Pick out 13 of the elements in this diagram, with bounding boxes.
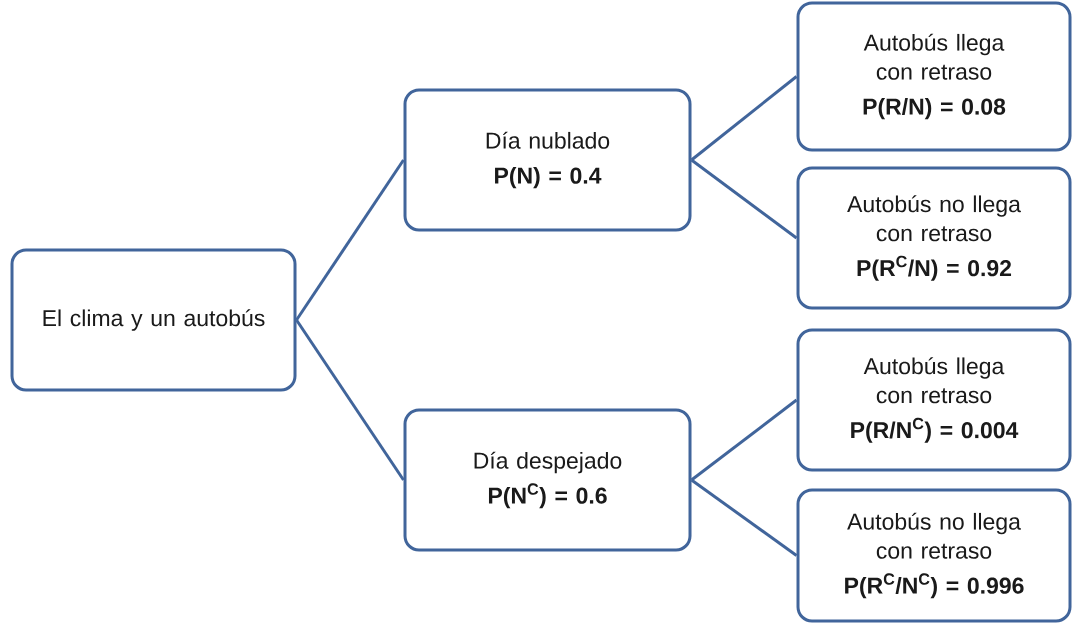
process-box: Día despejado P(N$^{C}$) = 0.6	[403, 408, 692, 552]
connector-line	[690, 398, 798, 482]
process-box: El clima y un autobús	[10, 248, 297, 392]
process-box: Autobús no llega con retraso P(R$^{C}$/N$^{C}$) = 0.996	[796, 488, 1072, 623]
connector-line	[690, 75, 798, 162]
process-box: Autobús llega con retraso P(R/N$^{C}$) = 0.004	[796, 328, 1072, 472]
process-box: Autobús no llega con retraso P(R$^{C}$/N) = 0.92	[796, 166, 1072, 310]
connector-line	[690, 158, 798, 240]
connector-line	[690, 478, 798, 557]
process-box: Día nublado P(N) = 0.4	[403, 88, 692, 232]
connector-line	[295, 159, 405, 321]
process-box: Autobús llega con retraso P(R/N) = 0.08	[796, 1, 1072, 152]
connector-line	[295, 319, 405, 481]
